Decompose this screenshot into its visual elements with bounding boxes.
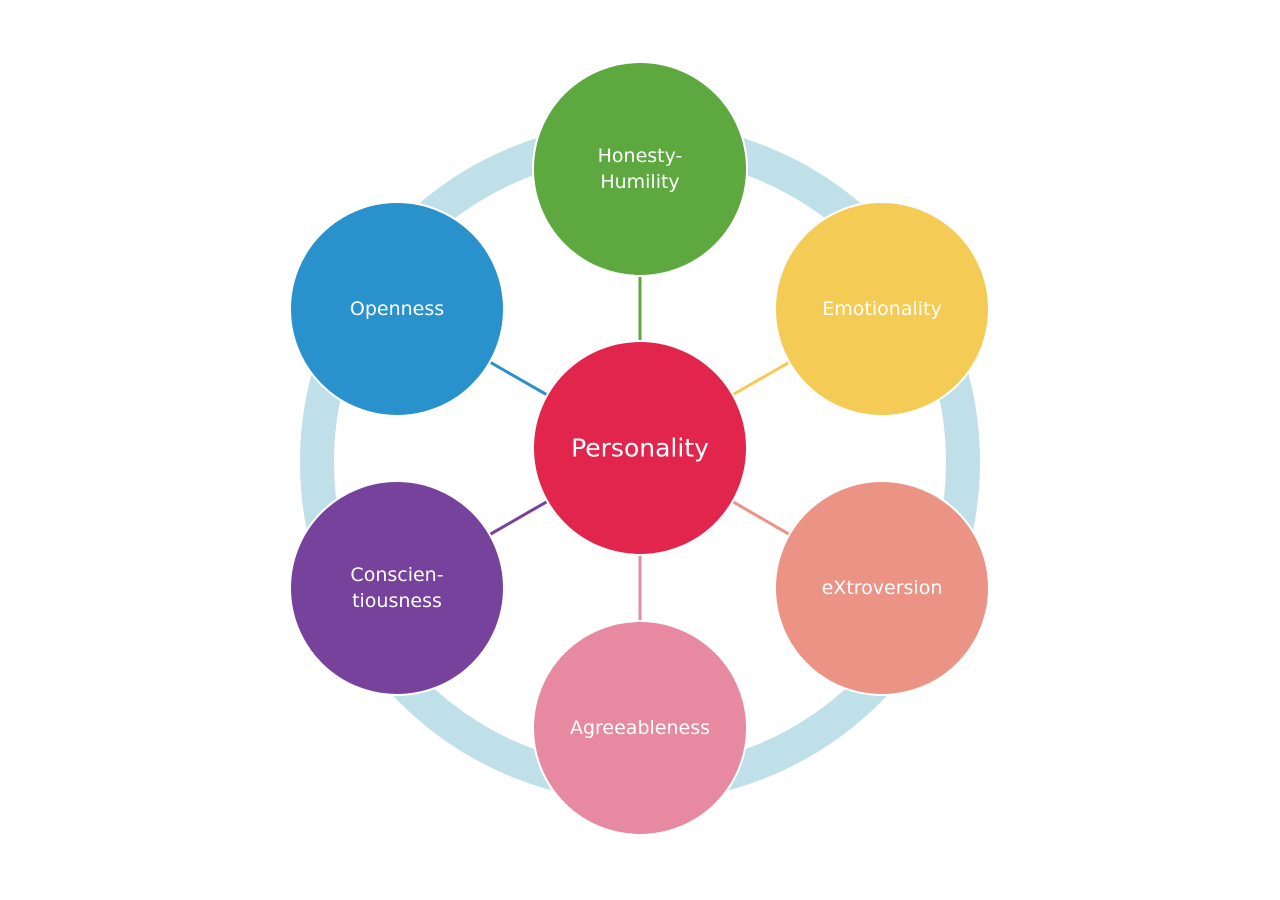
connector-openness [489,360,548,397]
node-label-extroversion: eXtroversion [822,577,943,599]
node-label-conscientiousness: tiousness [352,590,442,612]
connector-conscientiousness [488,500,549,536]
node-honesty: Honesty- Humility [532,61,748,277]
node-openness: Openness [289,201,505,417]
center-label: Personality [571,434,709,463]
node-circle-extroversion [774,480,990,696]
node-conscientiousness: Conscien-tiousness [289,480,505,696]
connectors-group [488,276,791,621]
node-circle-openness [289,201,505,417]
center-circle [532,340,748,556]
node-circle-honesty [532,61,748,277]
node-label-conscientiousness: Conscien- [350,564,443,586]
connector-emotionality [732,360,790,397]
node-label-openness: Openness [350,298,444,320]
node-extroversion: eXtroversion [774,480,990,696]
connector-extroversion [731,500,791,536]
node-circle-agreeableness [532,620,748,836]
node-label-honesty: Humility [600,171,679,193]
node-agreeableness: Agreeableness [532,620,748,836]
node-circle-emotionality [774,201,990,417]
node-circle-conscientiousness [289,480,505,696]
node-emotionality: Emotionality [774,201,990,417]
center-node: Personality [532,340,748,556]
node-label-emotionality: Emotionality [822,298,941,320]
node-label-agreeableness: Agreeableness [570,717,710,739]
node-label-honesty: Honesty- [598,145,683,167]
